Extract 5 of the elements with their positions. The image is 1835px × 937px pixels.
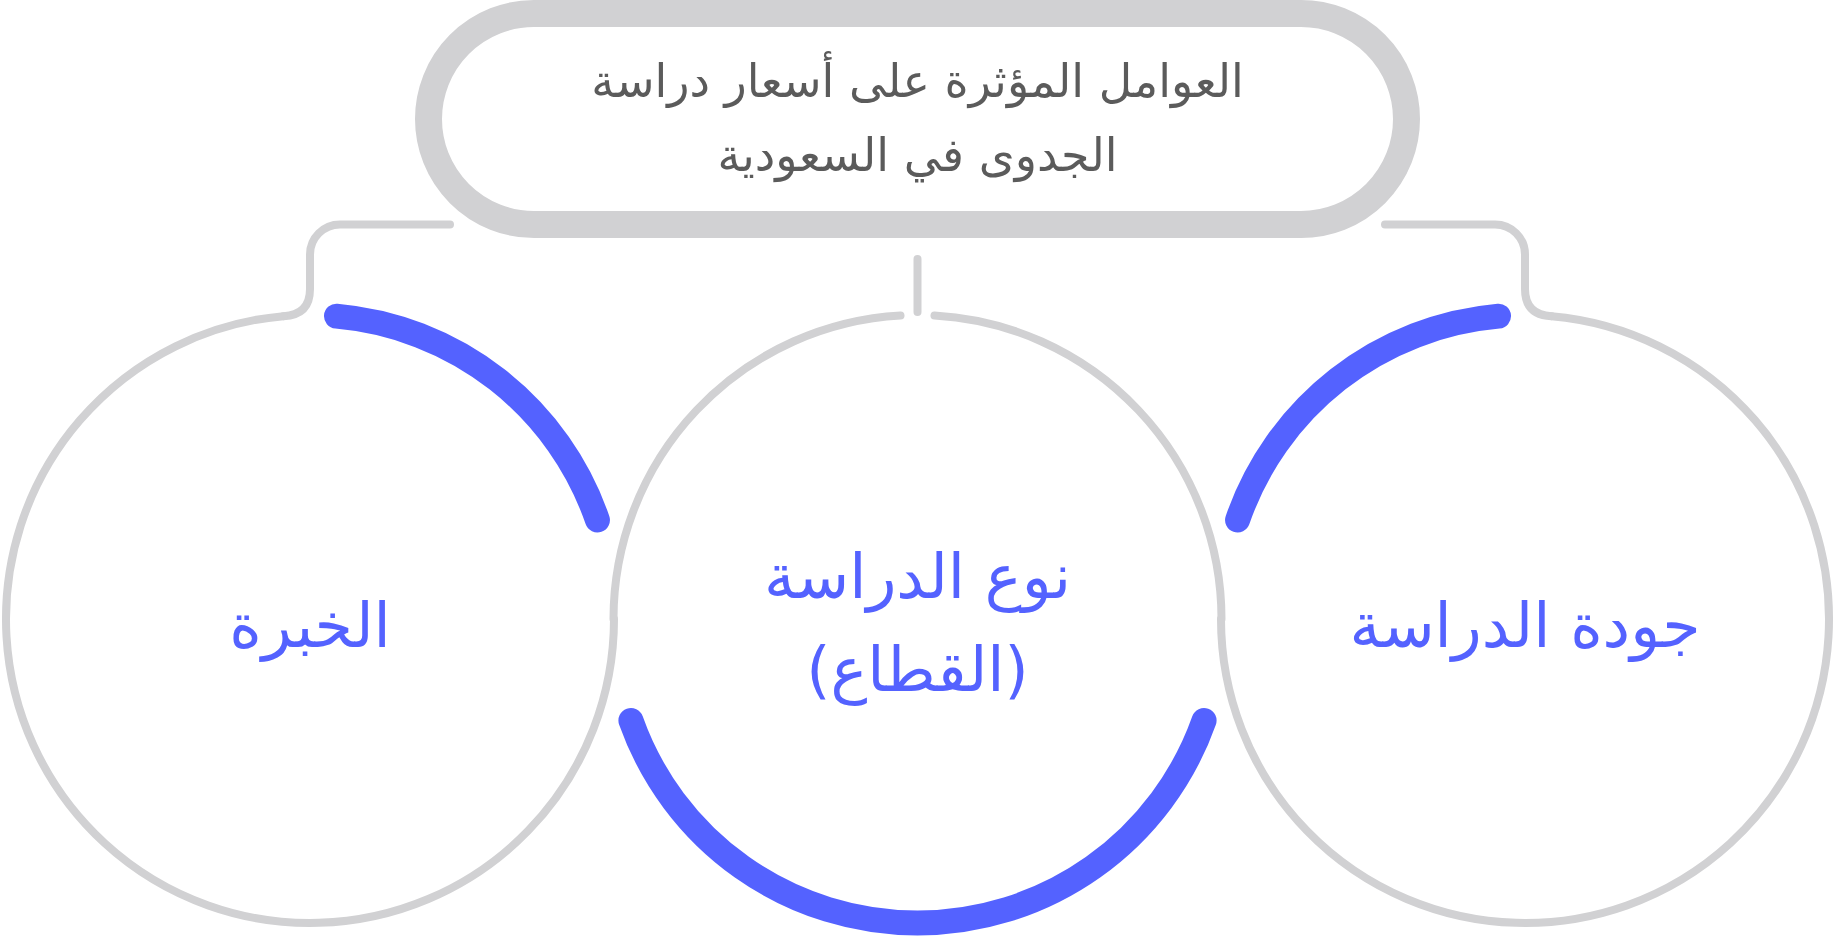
connector-line — [913, 255, 922, 316]
circle-label: جودة الدراسة — [1349, 587, 1701, 664]
title-text: العوامل المؤثرة على أسعار دراسة الجدوى في السعودية — [537, 45, 1298, 193]
circle-label: الخبرة — [229, 587, 391, 664]
circle-label: نوع الدراسة (القطاع) — [763, 539, 1072, 708]
